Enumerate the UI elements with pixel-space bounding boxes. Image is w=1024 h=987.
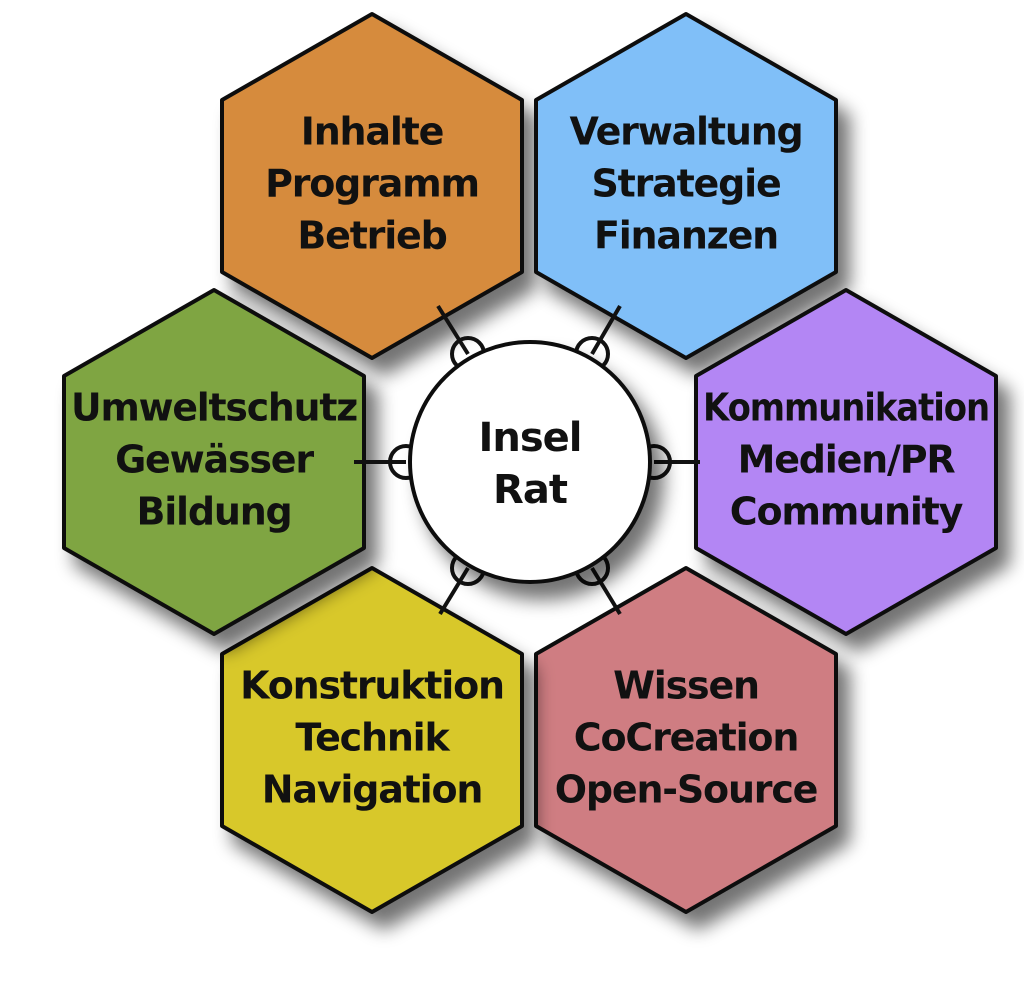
hexagon-label-konstruktion-line-1: Konstruktion bbox=[240, 664, 504, 708]
hexagon-label-kommunikation-line-2: Medien/PR bbox=[738, 438, 956, 482]
connector-line-verwaltung bbox=[590, 304, 622, 356]
hexagon-label-verwaltung-line-1: Verwaltung bbox=[569, 110, 802, 154]
hexagon-label-konstruktion-line-2: Technik bbox=[295, 716, 450, 760]
hexagon-label-umweltschutz-line-3: Bildung bbox=[136, 490, 291, 534]
hexagon-layer: InhalteProgrammBetriebVerwaltungStrategi… bbox=[62, 12, 998, 914]
center-circle bbox=[408, 340, 652, 584]
hexagon-shape-kommunikation bbox=[694, 288, 998, 636]
hexagon-label-umweltschutz-line-1: Umweltschutz bbox=[71, 386, 357, 430]
hexagon-label-verwaltung-line-2: Strategie bbox=[591, 162, 780, 206]
hexagon-label-kommunikation-line-1: Kommunikation bbox=[703, 386, 989, 430]
hexagon-label-konstruktion-line-3: Navigation bbox=[262, 768, 482, 812]
hexagon-shape-verwaltung bbox=[534, 12, 838, 360]
center-label-line-1: Insel bbox=[478, 415, 581, 461]
hexagon-shape-umweltschutz bbox=[62, 288, 366, 636]
center-label-line-2: Rat bbox=[493, 467, 568, 513]
connector-line-inhalte bbox=[436, 304, 470, 356]
hexagon-label-umweltschutz-line-2: Gewässer bbox=[115, 438, 314, 482]
hexagon-label-wissen-line-2: CoCreation bbox=[574, 716, 798, 760]
hexagon-shape-konstruktion bbox=[220, 566, 524, 914]
connector-line-konstruktion bbox=[438, 566, 470, 616]
hexagon-label-verwaltung-line-3: Finanzen bbox=[594, 214, 778, 258]
hexagon-label-kommunikation-line-3: Community bbox=[730, 490, 964, 534]
hexagon-label-inhalte-line-1: Inhalte bbox=[301, 110, 443, 154]
hexagon-label-wissen-line-3: Open-Source bbox=[555, 768, 817, 812]
connector-line-wissen bbox=[590, 566, 622, 616]
hexagon-label-wissen-line-1: Wissen bbox=[613, 664, 759, 708]
hexagon-label-inhalte-line-2: Programm bbox=[265, 162, 479, 206]
hexagon-shape-inhalte bbox=[220, 12, 524, 360]
hexagon-label-inhalte-line-3: Betrieb bbox=[297, 214, 446, 258]
hexagon-shape-wissen bbox=[534, 566, 838, 914]
center-node: Insel Rat bbox=[408, 340, 652, 584]
